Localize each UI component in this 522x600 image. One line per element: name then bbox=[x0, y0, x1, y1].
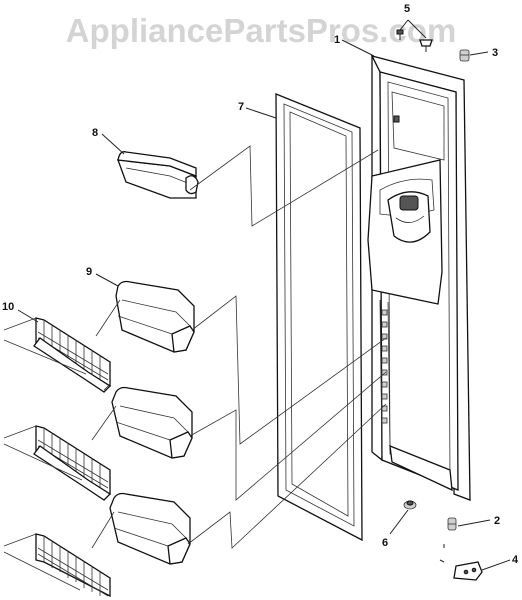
callout-labels: 1 5 3 7 8 9 10 2 6 4 bbox=[2, 3, 519, 566]
shelf-9-middle bbox=[111, 386, 193, 459]
callout-2: 2 bbox=[494, 515, 500, 527]
callout-4: 4 bbox=[512, 554, 519, 566]
door-gasket bbox=[275, 93, 363, 542]
callout-6: 6 bbox=[382, 537, 388, 549]
callout-9: 9 bbox=[86, 266, 92, 278]
watermark-text: AppliancePartsPros.com bbox=[66, 12, 457, 49]
hinge-bracket-4-icon bbox=[439, 544, 483, 581]
hinge-bushing-3-icon bbox=[459, 49, 470, 62]
callout-8: 8 bbox=[92, 127, 98, 139]
hinge-pin-2-icon bbox=[447, 517, 457, 531]
bin-8 bbox=[117, 151, 199, 199]
shelf-9-top bbox=[115, 280, 195, 353]
wire-basket-top bbox=[33, 317, 112, 393]
wire-basket-bottom bbox=[35, 533, 111, 598]
door-rail bbox=[379, 299, 391, 457]
screw-5-icon bbox=[396, 29, 433, 52]
bushing-6-icon bbox=[403, 500, 417, 510]
callout-5: 5 bbox=[404, 3, 410, 15]
door-assembly bbox=[367, 55, 471, 501]
callout-10: 10 bbox=[2, 301, 14, 313]
leader-lines bbox=[3, 19, 511, 591]
shelf-9-bottom bbox=[109, 492, 191, 565]
callout-3: 3 bbox=[492, 47, 498, 59]
callout-7: 7 bbox=[238, 101, 244, 113]
wire-basket-middle bbox=[33, 425, 112, 501]
callout-1: 1 bbox=[334, 34, 340, 46]
dispenser-paddle-icon bbox=[399, 195, 419, 211]
